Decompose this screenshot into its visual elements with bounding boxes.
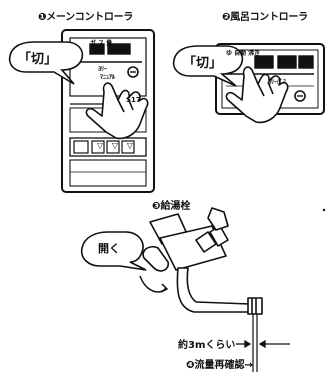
main-panel-value: S17 xyxy=(126,96,141,104)
main-bubble-text: 「切」 xyxy=(18,52,58,67)
faucet-bubble-text: 開く xyxy=(98,242,120,255)
main-button-1-icon: ▽ xyxy=(96,141,104,150)
water-stream xyxy=(252,314,258,372)
main-panel-text-2: ﾖﾘｰ xyxy=(98,66,108,73)
bath-panel-text-2: ﾖﾘｰﾊﾞｽ xyxy=(268,79,287,86)
speech-bubble-main xyxy=(8,41,84,85)
stray-dot xyxy=(322,208,326,212)
main-panel-text-1: ガ ス 量 xyxy=(90,40,113,47)
main-panel-text-3: ﾏﾆｭｱﾙ xyxy=(100,74,116,81)
main-controller-button-row xyxy=(73,140,135,154)
bath-panel-text-1: ゆ 自動 沸き xyxy=(226,50,261,57)
speech-bubble-faucet xyxy=(80,231,147,271)
faucet-label: ❸給湯栓 xyxy=(152,201,191,212)
hand-icon-main xyxy=(85,82,149,140)
distance-label: 約3mくらい xyxy=(178,340,236,351)
rotate-arrow-icon xyxy=(139,275,169,293)
distance-marker xyxy=(236,339,290,349)
speech-bubble-bath xyxy=(172,45,244,87)
main-controller-label: ❶メーンコントローラ xyxy=(38,12,133,23)
main-button-3-icon: ▽ xyxy=(126,141,134,150)
main-button-2-icon: ▽ xyxy=(111,141,119,150)
faucet-drawing xyxy=(142,207,263,315)
bath-controller-label: ❷風呂コントローラ xyxy=(222,12,308,23)
hand-icon-bath xyxy=(225,66,289,124)
bath-bubble-text: 「切」 xyxy=(183,56,223,71)
flow-check-label: ❹流量再確認→ xyxy=(186,360,253,371)
